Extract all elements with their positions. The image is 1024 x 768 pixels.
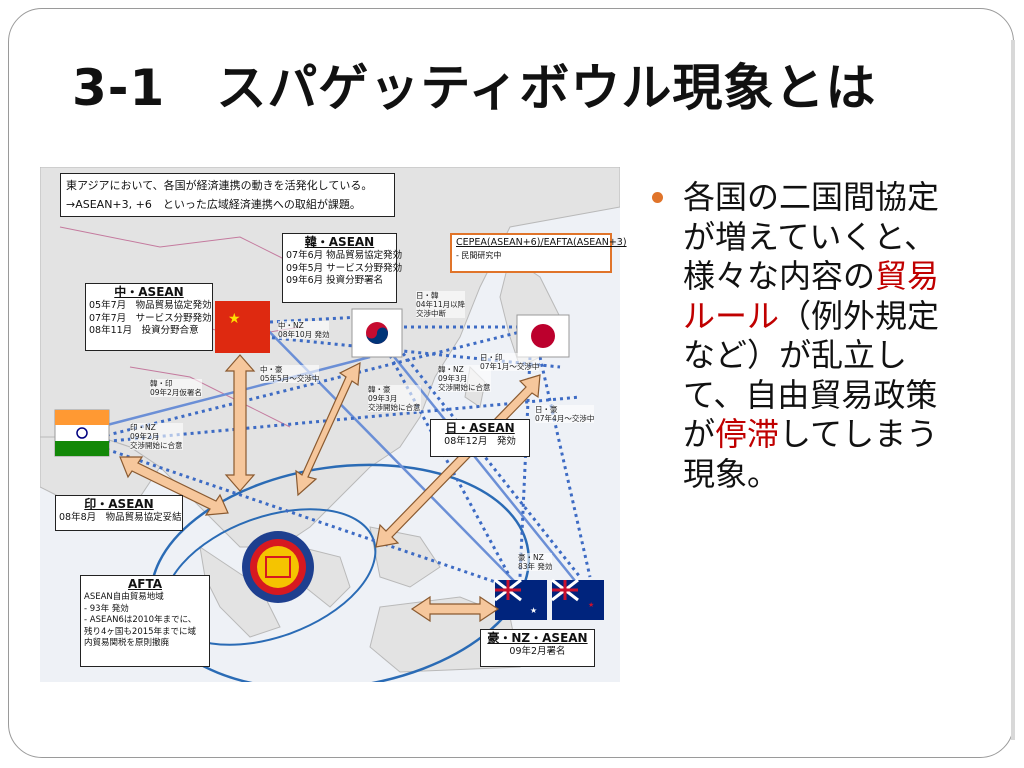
afta-title: AFTA (127, 577, 163, 591)
afta-line: ASEAN自由貿易地域 (84, 592, 164, 602)
cepea-eafta-box: CEPEA(ASEAN+6)/EAFTA(ASEAN+3) - 民間研究中 (450, 233, 627, 273)
korea-flag (351, 308, 403, 358)
svg-text:★: ★ (588, 601, 594, 609)
korea-asean-line: 09年6月 投資分野署名 (286, 275, 384, 286)
aus-nz-asean-box: 豪・NZ・ASEAN 09年2月署名 (480, 629, 595, 667)
aus-nz-label: 豪・NZ 83年 発効 (518, 553, 553, 571)
bullet-text-part1: 各国の二国間協定が増えていくと、様々な内容の (683, 178, 940, 295)
bullet-marker (652, 192, 663, 203)
afta-box: AFTA ASEAN自由貿易地域 - 93年 発効 - ASEAN6は2010年… (80, 575, 210, 667)
slide-title: 3-1 スパゲッティボウル現象とは (72, 59, 877, 117)
korea-asean-line: 09年5月 サービス分野発効 (286, 262, 403, 274)
bullet-text-part2: （例外規定など）が乱立して、自由貿易政策が (683, 296, 940, 454)
japan-flag (516, 314, 570, 358)
bullet-highlight-stagnation: 停滞 (715, 415, 780, 453)
korea-asean-box: 韓・ASEAN 07年6月 物品貿易協定発効 09年5月 サービス分野発効 09… (282, 233, 403, 303)
korea-india-label: 韓・印 09年2月仮署名 (150, 379, 202, 397)
korea-asean-line: 07年6月 物品貿易協定発効 (286, 250, 403, 261)
india-asean-line: 08年8月 物品貿易協定妥結 (59, 512, 182, 523)
slide-edge-shadow (1011, 40, 1015, 740)
map-header-line1: 東アジアにおいて、各国が経済連携の動きを活発化している。 (66, 179, 373, 192)
japan-aus-label: 日・豪 07年4月～交渉中 (535, 405, 595, 423)
japan-asean-line: 08年12月 発効 (444, 436, 516, 447)
china-asean-title: 中・ASEAN (114, 285, 184, 299)
map-header-box: 東アジアにおいて、各国が経済連携の動きを活発化している。 →ASEAN+3, +… (60, 173, 395, 217)
india-asean-title: 印・ASEAN (84, 497, 154, 511)
map-header-line2: →ASEAN+3, +6 といった広域経済連携への取組が課題。 (66, 198, 361, 211)
china-aus-label: 中・豪 05年5月～交渉中 (260, 365, 320, 383)
australia-flag: ★ (494, 578, 547, 620)
japan-india-label: 日・印 07年1月～交渉中 (480, 353, 540, 371)
india-flag (54, 409, 110, 457)
asean-emblem (242, 531, 314, 603)
japan-korea-label: 日・韓 04年11月以降 交渉中断 (416, 291, 466, 318)
aus-nz-asean-line: 09年2月署名 (509, 646, 566, 657)
china-flag: ★ (215, 301, 270, 353)
korea-aus-label: 韓・豪 09年3月 交渉開始に合意 (368, 385, 421, 412)
china-asean-line: 07年7月 サービス分野発効 (89, 312, 212, 324)
cepea-eafta-line: - 民間研究中 (456, 250, 502, 260)
china-asean-line: 05年7月 物品貿易協定発効 (89, 300, 212, 311)
cepea-eafta-title: CEPEA(ASEAN+6)/EAFTA(ASEAN+3) (456, 237, 627, 248)
bullet-text: 各国の二国間協定が増えていくと、様々な内容の貿易ルール（例外規定など）が乱立して… (683, 178, 958, 494)
fta-map-diagram: ★ ★ (40, 167, 627, 682)
svg-text:★: ★ (228, 311, 241, 327)
svg-text:★: ★ (530, 606, 537, 615)
bullet-text-part3: してしまう現象。 (683, 415, 939, 493)
afta-line: - ASEAN6は2010年までに、 (84, 615, 197, 625)
new-zealand-flag: ★ (551, 578, 604, 620)
japan-asean-box: 日・ASEAN 08年12月 発効 (430, 419, 530, 457)
bullet-highlight-trade-rules: 貿易ルール (683, 257, 940, 335)
aus-nz-asean-title: 豪・NZ・ASEAN (487, 631, 588, 645)
afta-line: 内貿易関税を原則撤廃 (84, 638, 170, 648)
japan-asean-title: 日・ASEAN (445, 421, 515, 435)
china-asean-line: 08年11月 投資分野合意 (89, 325, 199, 336)
afta-line: - 93年 発効 (84, 603, 129, 614)
afta-line: 残り4ヶ国も2015年までに域 (84, 626, 197, 637)
china-asean-box: 中・ASEAN 05年7月 物品貿易協定発効 07年7月 サービス分野発効 08… (85, 283, 213, 351)
india-nz-label: 印・NZ 09年2月 交渉開始に合意 (130, 423, 183, 450)
india-asean-box: 印・ASEAN 08年8月 物品貿易協定妥結 (55, 495, 183, 531)
china-nz-label: 中・NZ 08年10月 発効 (278, 321, 330, 339)
korea-asean-title: 韓・ASEAN (304, 235, 375, 249)
